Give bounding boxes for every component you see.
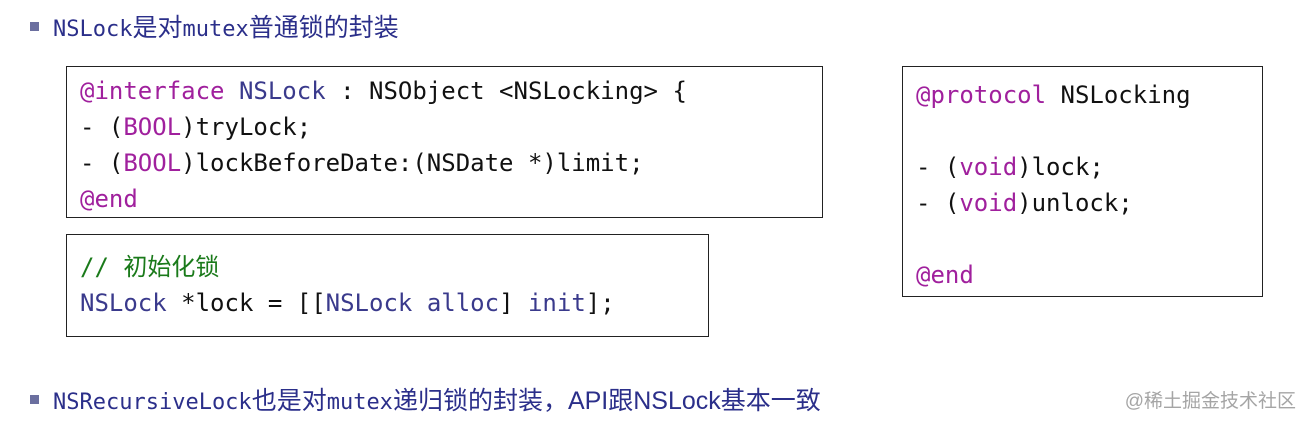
code-block-nslocking-protocol: @protocol NSLocking- (void)lock;- (void)… [902, 66, 1263, 297]
code-line: - (void)unlock; [916, 185, 1262, 221]
code-line: - (BOOL)lockBeforeDate:(NSDate *)limit; [80, 145, 822, 181]
code-token [412, 289, 426, 317]
code-keyword: BOOL [123, 149, 182, 177]
code-token: )tryLock; [181, 113, 312, 141]
code-keyword: @protocol [916, 81, 1047, 109]
code-token: - ( [916, 153, 960, 181]
code-term: mutex [182, 17, 249, 42]
code-token: : NSObject <NSLocking> { [325, 77, 687, 105]
bullet-text-segment: 也是对 [251, 387, 327, 415]
bullet-item-nsrecursivelock: NSRecursiveLock也是对mutex递归锁的封装，API跟NSLock… [30, 381, 821, 417]
bullet-text: NSRecursiveLock也是对mutex递归锁的封装，API跟NSLock… [53, 381, 821, 417]
code-token: ] [499, 289, 528, 317]
code-keyword: @end [916, 261, 974, 289]
code-line [916, 113, 1262, 149]
code-type: NSLock [238, 77, 326, 105]
code-line [916, 221, 1262, 257]
bullet-square-icon [30, 394, 39, 404]
code-line: @end [916, 257, 1262, 293]
code-token: )lock; [1017, 153, 1104, 181]
bullet-text: NSLock是对mutex普通锁的封装 [53, 8, 399, 44]
code-line: // 初始化锁 [80, 249, 708, 285]
code-token: )unlock; [1017, 189, 1133, 217]
code-term: mutex [326, 390, 393, 415]
bullet-item-nslock: NSLock是对mutex普通锁的封装 [30, 8, 399, 44]
code-token: - ( [80, 149, 124, 177]
code-type: NSLock [80, 289, 167, 317]
code-comment: // 初始化锁 [80, 253, 220, 281]
code-line: - (BOOL)tryLock; [80, 109, 822, 145]
code-keyword: @end [80, 185, 138, 213]
code-token: )lockBeforeDate:(NSDate *)limit; [181, 149, 644, 177]
watermark: @稀土掘金技术社区 [1124, 391, 1296, 412]
code-token: - ( [80, 113, 124, 141]
code-token: ]; [585, 289, 615, 317]
code-term: NSRecursiveLock [53, 390, 252, 415]
code-token: - ( [916, 189, 960, 217]
bullet-text-segment: 是对 [132, 14, 183, 42]
code-line: NSLock *lock = [[NSLock alloc] init]; [80, 285, 708, 321]
bullet-text-segment: 普通锁的封装 [248, 14, 399, 42]
code-token: NSLocking [1046, 81, 1191, 109]
bullet-square-icon [30, 21, 39, 31]
code-token: *lock = [[ [166, 289, 326, 317]
code-keyword: void [959, 189, 1018, 217]
code-token [225, 77, 239, 105]
code-line: - (void)lock; [916, 149, 1262, 185]
code-type: init [527, 289, 586, 317]
code-line: @end [80, 181, 822, 217]
bullet-text-segment: 递归锁的封装，API跟NSLock基本一致 [392, 387, 821, 415]
code-block-nslock-interface: @interface NSLock : NSObject <NSLocking>… [66, 66, 823, 218]
code-block-nslock-init: // 初始化锁 NSLock *lock = [[NSLock alloc] in… [66, 234, 709, 337]
code-type: NSLock [325, 289, 413, 317]
code-keyword: BOOL [123, 113, 182, 141]
code-keyword: void [959, 153, 1018, 181]
code-keyword: @interface [80, 77, 225, 105]
code-line: @interface NSLock : NSObject <NSLocking>… [80, 73, 822, 109]
code-type: alloc [426, 289, 500, 317]
code-term: NSLock [53, 17, 133, 42]
code-line: @protocol NSLocking [916, 77, 1262, 113]
